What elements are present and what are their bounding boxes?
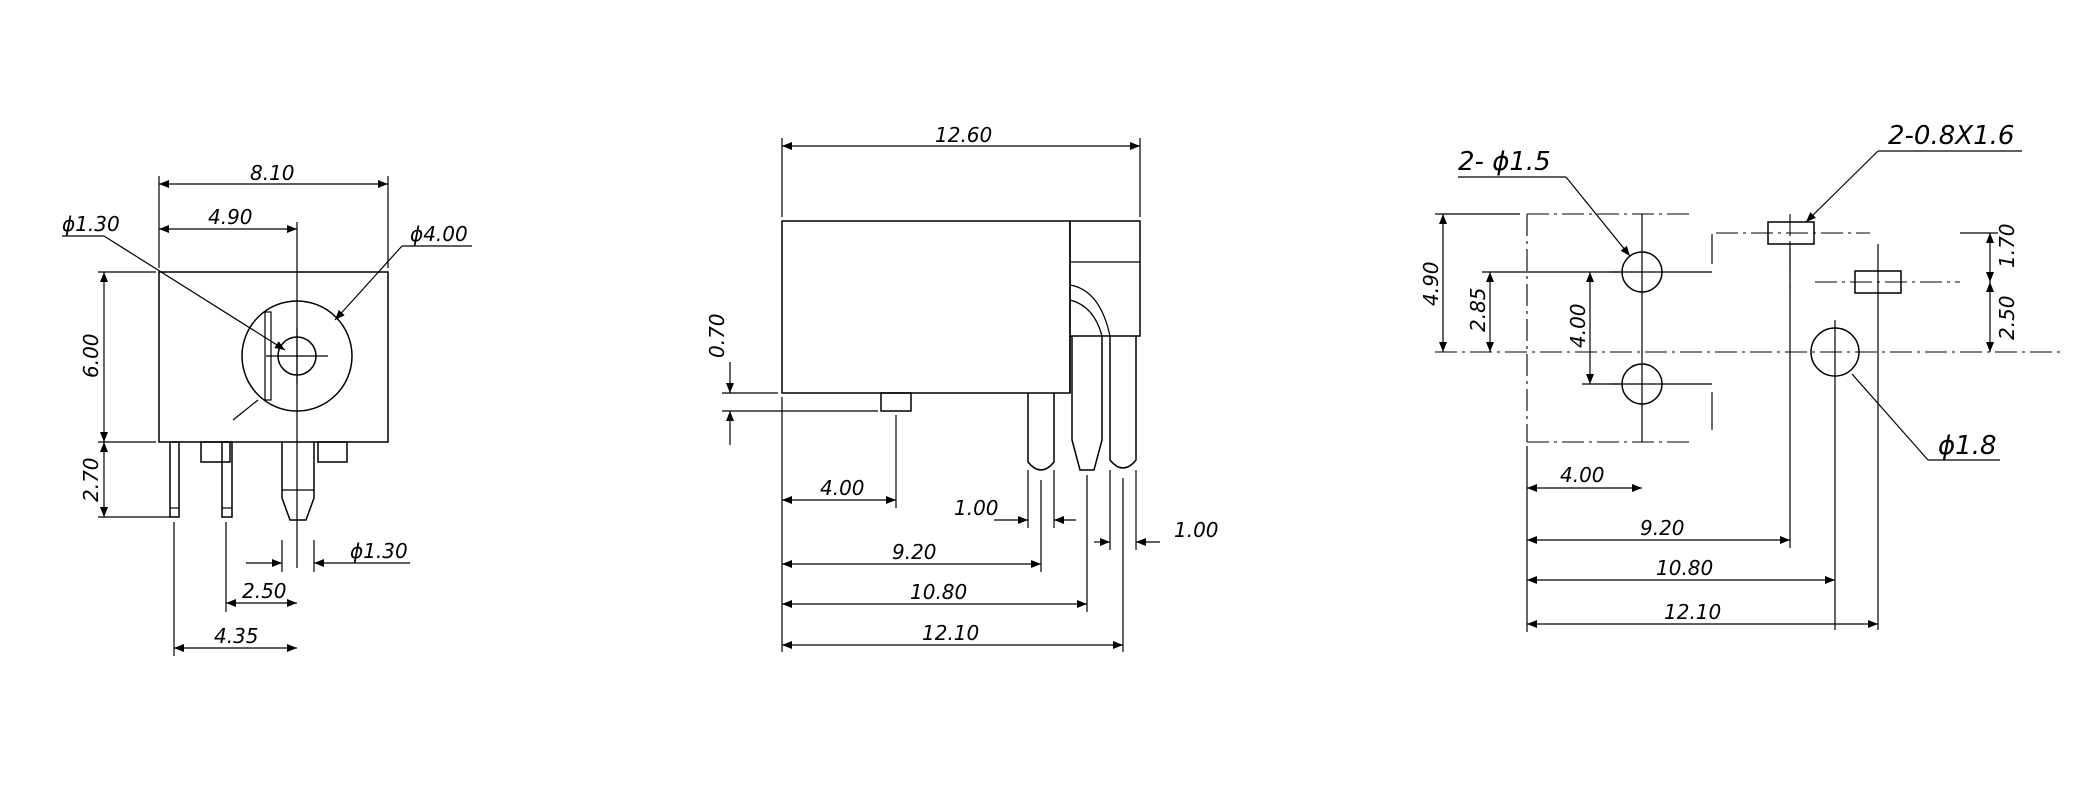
dim-side-length: 12.60 — [935, 123, 992, 147]
front-body-outline — [158, 271, 389, 443]
dim-pcb-slots: 2-0.8X1.6 — [1888, 121, 2014, 151]
dim-front-pitch: 2.50 — [242, 579, 287, 603]
dim-front-pin-length: 2.70 — [79, 457, 103, 502]
dim-pcb-s2: 2.50 — [1995, 295, 2019, 340]
dim-side-pin-width: 1.00 — [954, 496, 999, 520]
dim-front-pin2-dia: ϕ1.30 — [350, 539, 408, 563]
front-pin-a — [221, 441, 233, 518]
dim-pcb-d: 12.10 — [1664, 600, 1721, 624]
side-rear-block — [1069, 220, 1141, 337]
dim-side-d: 12.10 — [922, 621, 979, 645]
dim-side-a: 4.00 — [820, 476, 865, 500]
side-pin-2 — [1071, 336, 1103, 471]
dim-front-hole-dia: ϕ4.00 — [410, 222, 468, 246]
front-pin-c — [281, 442, 315, 521]
dim-side-c: 10.80 — [910, 580, 967, 604]
dim-pcb-c: 10.80 — [1656, 556, 1713, 580]
side-stud — [880, 392, 912, 412]
front-pin-b — [169, 441, 180, 518]
side-view: 12.60 0.70 4.00 1.00 9.20 1.00 10.80 — [705, 123, 1219, 652]
side-body-outline — [781, 220, 1071, 394]
leader-hole-dia — [334, 245, 403, 321]
dim-pcb-h2: 2.85 — [1466, 287, 1490, 332]
dim-side-pin-width2: 1.00 — [1174, 518, 1219, 542]
dim-front-width: 8.10 — [250, 161, 295, 185]
dim-pcb-b: 9.20 — [1640, 516, 1685, 540]
dim-side-gap: 0.70 — [705, 313, 729, 358]
dim-front-offset: 4.35 — [214, 624, 259, 648]
front-view: 8.10 4.90 ϕ1.30 ϕ4.00 6.00 2.70 ϕ1.30 2.… — [62, 161, 472, 656]
pcb-layout-view: 2- ϕ1.5 2-0.8X1.6 ϕ1.8 4.90 2.85 4.00 1.… — [1419, 121, 2060, 632]
dim-front-pin-dia: ϕ1.30 — [62, 212, 120, 236]
dim-pcb-big-hole: ϕ1.8 — [1938, 431, 1997, 461]
dim-front-height: 6.00 — [79, 333, 103, 378]
dim-front-center: 4.90 — [208, 205, 253, 229]
front-contact-spring — [264, 311, 272, 401]
dim-pcb-holes: 2- ϕ1.5 — [1458, 147, 1551, 177]
dim-pcb-h3: 4.00 — [1566, 303, 1590, 348]
side-pin-1 — [1027, 393, 1055, 471]
dim-side-b: 9.20 — [892, 540, 937, 564]
dim-pcb-h: 4.90 — [1419, 261, 1443, 306]
dim-pcb-a: 4.00 — [1560, 463, 1605, 487]
dim-pcb-s1: 1.70 — [1995, 223, 2019, 268]
side-pin-3 — [1109, 336, 1137, 469]
leader-pin-dia — [103, 235, 286, 351]
